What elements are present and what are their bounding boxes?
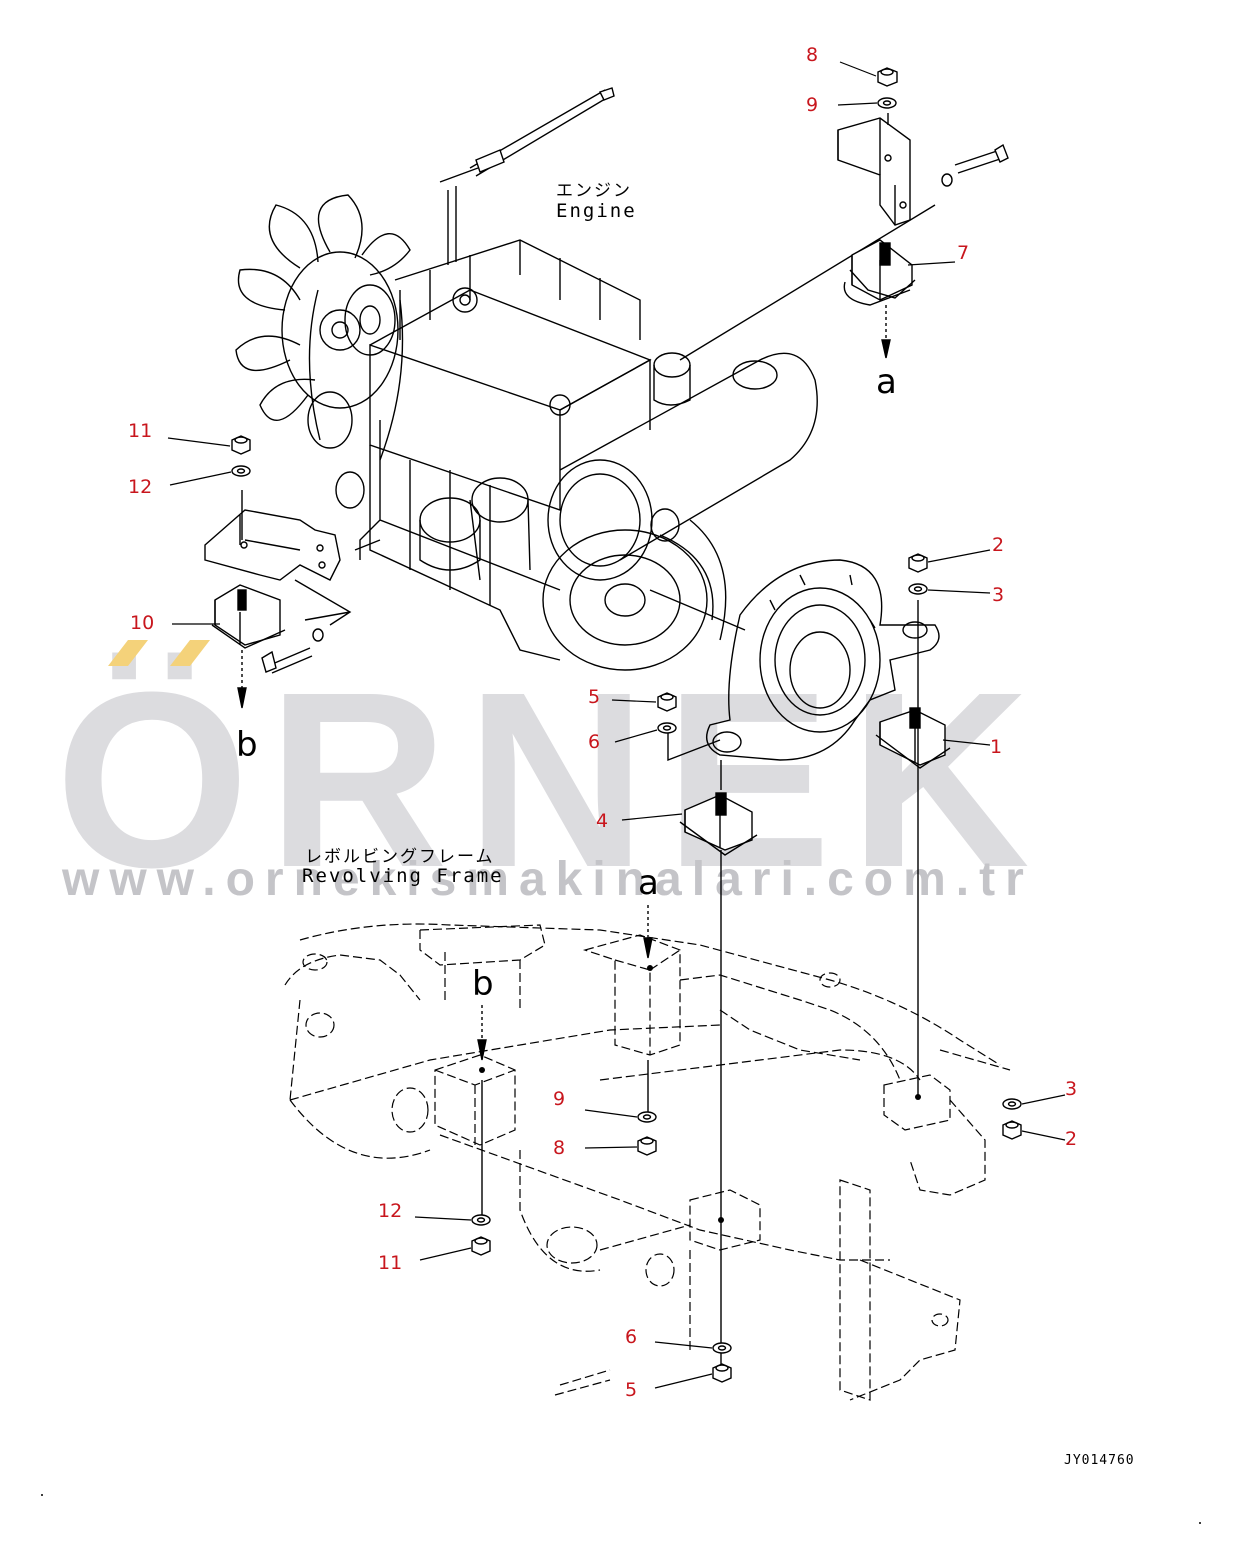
washer-6-top <box>657 722 677 734</box>
callout-12-bottom: 12 <box>378 1200 403 1222</box>
nut-8-bottom <box>637 1136 657 1156</box>
engine-mount-1 <box>875 707 951 769</box>
callout-5-bottom: 5 <box>625 1379 638 1401</box>
revolving-frame <box>284 923 1011 1401</box>
frame-label-jp: レボルビングフレーム <box>305 847 495 867</box>
callout-9-top: 9 <box>806 94 819 116</box>
engine-mount-10 <box>211 584 286 649</box>
nut-11-top <box>231 435 251 455</box>
callout-12-top: 12 <box>128 476 153 498</box>
callout-8-bottom: 8 <box>553 1137 566 1159</box>
watermark-umlaut-marks <box>108 640 210 666</box>
callout-4: 4 <box>596 810 609 832</box>
washer-6-bottom <box>712 1342 732 1354</box>
leader-lines <box>167 61 1066 1389</box>
washer-9-top <box>877 97 897 109</box>
drawing-number: JY014760 <box>1064 1453 1135 1468</box>
callout-2-top: 2 <box>992 534 1005 556</box>
arrow-label-a-top: a <box>876 362 897 402</box>
callout-11-bottom: 11 <box>378 1252 403 1274</box>
washer-12-top <box>231 465 251 477</box>
callout-10: 10 <box>130 612 155 634</box>
nut-8-top <box>877 67 898 87</box>
washer-12-bottom <box>471 1214 491 1226</box>
bracket-top-left <box>204 490 352 674</box>
muffler <box>547 352 818 581</box>
nut-2-top <box>908 553 928 573</box>
engine-mount-7 <box>843 239 916 306</box>
engine-label-jp: エンジン <box>556 181 632 201</box>
nut-5-top <box>657 692 677 712</box>
washer-3-bottom <box>1002 1098 1022 1110</box>
frame-label-en: Revolving Frame <box>302 865 504 887</box>
engine-illustration <box>235 87 936 671</box>
engine-label-en: Engine <box>556 200 637 222</box>
arrow-label-b-top: b <box>236 725 258 765</box>
bracket-top-right <box>837 113 1009 226</box>
callout-8-top: 8 <box>806 44 819 66</box>
nut-2-bottom <box>1002 1120 1022 1140</box>
callout-2-bottom: 2 <box>1065 1128 1078 1150</box>
callout-7: 7 <box>957 242 970 264</box>
callout-3-top: 3 <box>992 584 1005 606</box>
callout-6-bottom: 6 <box>625 1326 638 1348</box>
callout-6-top: 6 <box>588 731 601 753</box>
washer-9-bottom <box>637 1111 657 1123</box>
callout-11-top: 11 <box>128 420 153 442</box>
arrow-label-a-frame: a <box>638 863 659 903</box>
callout-1: 1 <box>990 736 1003 758</box>
nut-5-bottom <box>712 1363 732 1383</box>
callout-3-bottom: 3 <box>1065 1078 1078 1100</box>
washer-3-top <box>908 583 928 595</box>
watermark-word: ÖRNEK <box>55 640 1048 919</box>
nut-11-bottom <box>471 1236 491 1256</box>
callout-5-top: 5 <box>588 686 601 708</box>
cooling-fan <box>235 194 411 421</box>
watermark-url: www.ornekismakinalari.com.tr <box>62 853 1034 906</box>
callout-9-bottom: 9 <box>553 1088 566 1110</box>
arrow-label-b-frame: b <box>472 964 494 1004</box>
engine-mount-4 <box>679 792 758 856</box>
